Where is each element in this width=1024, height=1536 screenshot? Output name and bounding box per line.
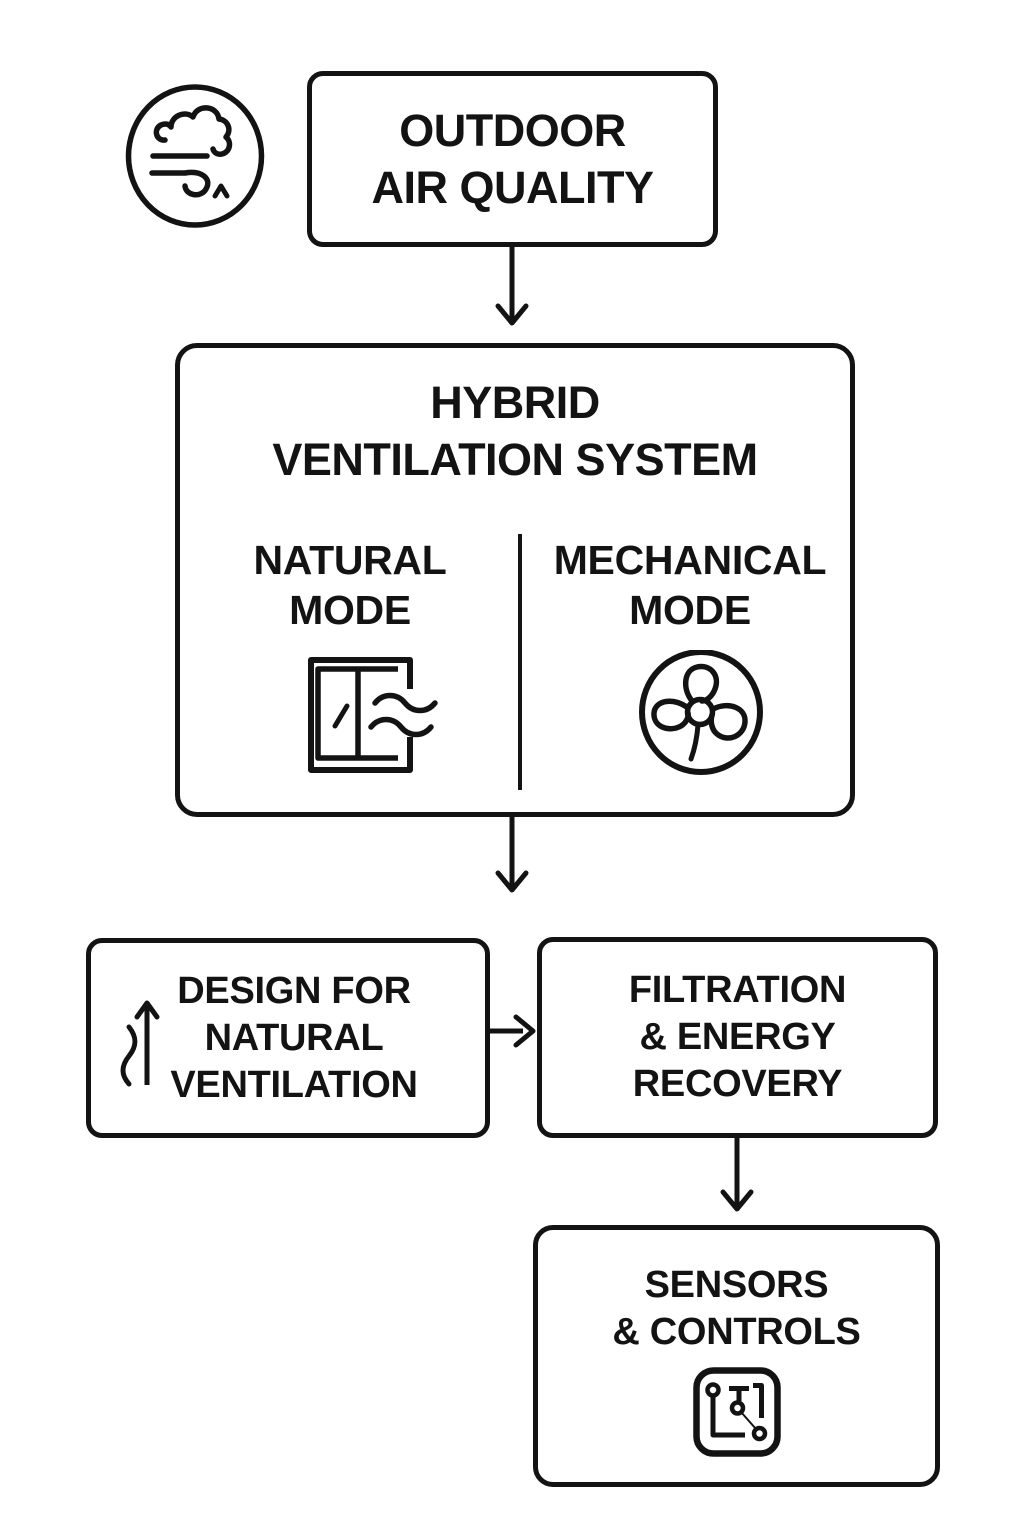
circuit-board-icon: [692, 1367, 781, 1457]
node-filtration-energy-recovery: FILTRATION & ENERGY RECOVERY: [537, 937, 938, 1138]
rising-airflow-arrow-icon: [120, 1000, 160, 1087]
natural-mode-label: NATURAL MODE: [180, 535, 520, 635]
hybrid-title: HYBRID VENTILATION SYSTEM: [180, 374, 850, 488]
fan-icon: [639, 650, 763, 775]
natural-mode-line1: NATURAL: [253, 537, 447, 583]
open-window-with-breeze-icon: [308, 657, 438, 773]
mechanical-mode-line2: MODE: [629, 587, 751, 633]
sensors-line2: & CONTROLS: [612, 1311, 861, 1353]
mechanical-mode-line1: MECHANICAL: [553, 537, 827, 583]
design-line1: DESIGN FOR: [177, 969, 411, 1012]
filtration-line1: FILTRATION: [628, 969, 847, 1011]
connector-filtration-to-sensors-arrow: [720, 1137, 754, 1212]
hybrid-title-line2: VENTILATION SYSTEM: [272, 434, 758, 485]
filtration-line2: & ENERGY: [639, 1016, 836, 1058]
node-sensors-controls: SENSORS & CONTROLS: [533, 1225, 940, 1487]
design-text: DESIGN FOR NATURAL VENTILATION: [158, 968, 418, 1109]
mode-divider-line: [518, 534, 522, 790]
wind-cloud-icon: [125, 84, 265, 228]
node-outdoor-line2: AIR QUALITY: [371, 162, 655, 213]
connector-design-to-filtration-arrow: [489, 1014, 536, 1048]
hybrid-title-line1: HYBRID: [430, 377, 600, 428]
connector-hybrid-down-arrow: [495, 816, 529, 893]
design-line2: NATURAL: [204, 1016, 384, 1059]
node-outdoor-line1: OUTDOOR: [399, 105, 626, 156]
natural-mode-line2: MODE: [289, 587, 411, 633]
node-outdoor-air-quality: OUTDOOR AIR QUALITY: [307, 71, 718, 247]
mechanical-mode-label: MECHANICAL MODE: [520, 535, 860, 635]
design-line3: VENTILATION: [170, 1063, 418, 1106]
node-hybrid-ventilation-system: HYBRID VENTILATION SYSTEM NATURAL MODE M…: [175, 343, 855, 817]
connector-outdoor-to-hybrid-arrow: [495, 244, 529, 326]
node-design-for-natural-ventilation: DESIGN FOR NATURAL VENTILATION: [86, 938, 490, 1138]
sensors-line1: SENSORS: [644, 1264, 829, 1306]
filtration-line3: RECOVERY: [632, 1063, 843, 1105]
